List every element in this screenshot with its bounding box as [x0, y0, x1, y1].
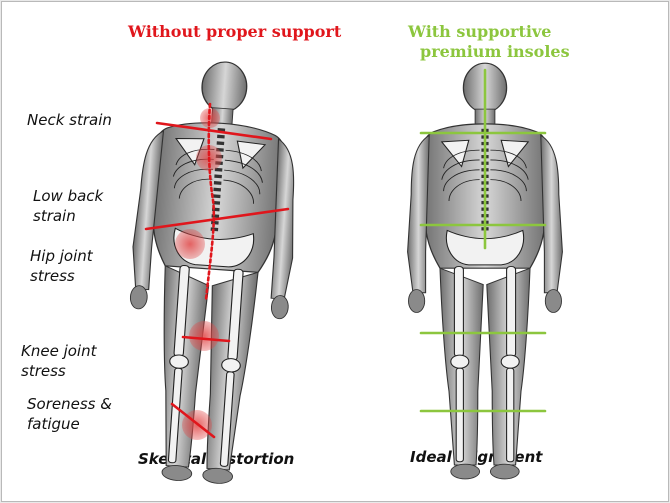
right-title-line1: With supportive — [408, 22, 552, 41]
label-hip-joint-stress: Hip joint stress — [30, 246, 93, 286]
label-hip-line1: Hip joint — [30, 247, 93, 265]
right-title: With supportive premium insoles — [408, 22, 570, 62]
label-knee-joint-stress: Knee joint stress — [21, 341, 96, 381]
right-title-line2: premium insoles — [420, 42, 570, 61]
label-soreness-line1: Soreness & — [27, 395, 112, 413]
label-soreness-fatigue: Soreness & fatigue — [27, 394, 112, 434]
label-soreness-line2: fatigue — [27, 415, 80, 433]
alignment-lines — [419, 68, 547, 413]
left-title: Without proper support — [128, 22, 342, 41]
label-low-back-strain: Low back strain — [33, 186, 103, 226]
label-neck-strain: Neck strain — [27, 110, 112, 130]
label-hip-line2: stress — [30, 267, 75, 285]
label-knee-line2: stress — [21, 362, 66, 380]
label-knee-line1: Knee joint — [21, 342, 97, 360]
label-low-back-line1: Low back — [33, 187, 104, 205]
label-low-back-line2: strain — [33, 207, 76, 225]
label-neck-line1: Neck strain — [27, 111, 112, 129]
distortion-lines — [144, 102, 290, 439]
